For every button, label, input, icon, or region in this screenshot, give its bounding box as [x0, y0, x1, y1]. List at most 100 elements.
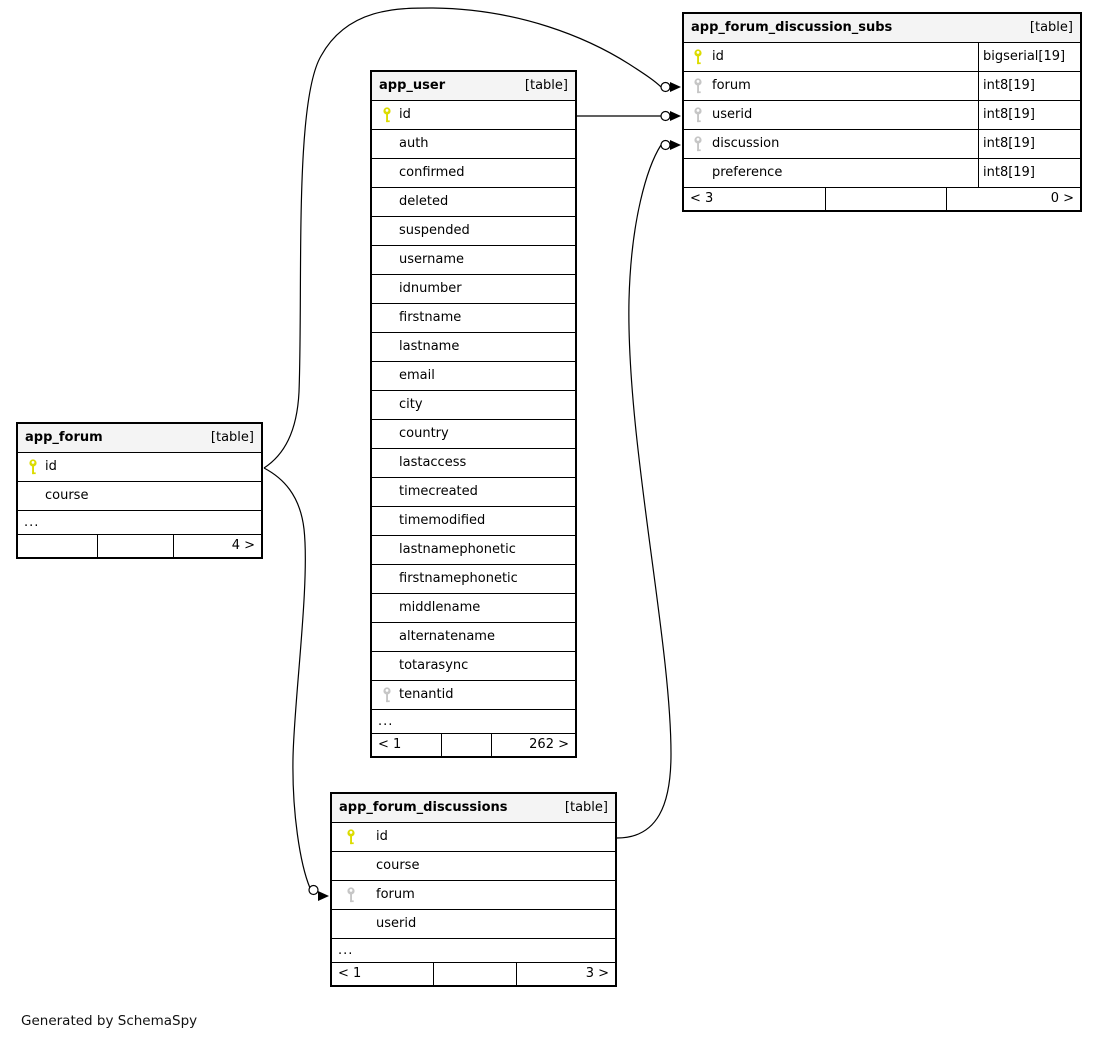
column-name-cell: course: [18, 482, 261, 510]
column-row-firstname: firstname: [372, 304, 575, 333]
column-name: id: [45, 459, 57, 474]
column-name-cell: suspended: [372, 217, 575, 245]
column-name-cell: firstnamephonetic: [372, 565, 575, 593]
degree-cell-right: 262 >: [529, 737, 569, 752]
column-row-firstnamephonetic: firstnamephonetic: [372, 565, 575, 594]
primary-key-icon: [693, 49, 703, 65]
column-name-cell: id: [372, 101, 575, 129]
table-type-tag: [table]: [564, 800, 608, 815]
rel-app_forum-id-to-app_forum_discussions-forum-zero-circle-icon: [308, 884, 319, 896]
table-name[interactable]: app_user: [379, 78, 446, 93]
column-name-cell: email: [372, 362, 575, 390]
column-name-cell: firstname: [372, 304, 575, 332]
column-row-lastname: lastname: [372, 333, 575, 362]
column-name: timemodified: [399, 513, 486, 528]
column-name-cell: deleted: [372, 188, 575, 216]
column-row-totarasync: totarasync: [372, 652, 575, 681]
column-row-username: username: [372, 246, 575, 275]
column-name-cell: lastaccess: [372, 449, 575, 477]
column-row-auth: auth: [372, 130, 575, 159]
degree-cell-right: 3 >: [585, 966, 609, 981]
foreign-key-icon: [382, 687, 392, 703]
column-name: forum: [376, 887, 415, 902]
table-app_forum: app_forum[table]id course...4 >: [16, 422, 263, 559]
column-name: id: [712, 49, 724, 64]
column-name-cell: country: [372, 420, 575, 448]
column-name: auth: [399, 136, 429, 151]
rel-app_forum-id-to-app_forum_discussion_subs-forum-arrowhead-icon: [670, 82, 681, 92]
more-columns-ellipsis: ...: [372, 710, 575, 734]
column-name: deleted: [399, 194, 449, 209]
degree-footer: 4 >: [18, 535, 261, 557]
column-name-cell: lastname: [372, 333, 575, 361]
column-row-id: id: [18, 453, 261, 482]
column-row-email: email: [372, 362, 575, 391]
foreign-key-icon: [693, 78, 703, 94]
table-header-app_user[interactable]: app_user[table]: [372, 72, 575, 101]
degree-cell-left: [18, 535, 97, 557]
column-row-tenantid: tenantid: [372, 681, 575, 710]
column-name: firstnamephonetic: [399, 571, 518, 586]
column-name: firstname: [399, 310, 462, 325]
column-name: middlename: [399, 600, 481, 615]
rel-app_user-id-to-app_forum_discussion_subs-userid-arrowhead-icon: [670, 111, 681, 121]
rel-app_user-id-to-app_forum_discussion_subs-userid-zero-circle-icon: [660, 110, 671, 122]
column-name: tenantid: [399, 687, 454, 702]
column-name-cell: preference: [684, 159, 978, 187]
rel-app_forum_discussions-id-to-app_forum_discussion_subs-discussion-line: [616, 144, 672, 839]
table-name[interactable]: app_forum_discussion_subs: [691, 20, 893, 35]
column-row-id: id: [332, 823, 615, 852]
degree-cell-left: < 3: [690, 191, 714, 206]
column-name: country: [399, 426, 449, 441]
degree-cell-middle: [825, 188, 947, 210]
column-row-discussion: discussion int8[19]: [684, 130, 1080, 159]
table-app_forum_discussions: app_forum_discussions [table] id course foru…: [330, 792, 617, 987]
table-header-app_forum_discussions[interactable]: app_forum_discussions [table]: [332, 794, 615, 823]
column-name: course: [376, 858, 420, 873]
column-name: lastaccess: [399, 455, 467, 470]
column-name: forum: [712, 78, 751, 93]
primary-key-icon: [382, 107, 392, 123]
table-header-app_forum[interactable]: app_forum[table]: [18, 424, 261, 453]
primary-key-icon: [346, 829, 356, 845]
column-name: suspended: [399, 223, 470, 238]
degree-cell-middle: [97, 535, 174, 557]
column-name: discussion: [712, 136, 780, 151]
column-type: int8[19]: [978, 101, 1080, 129]
more-columns-ellipsis: ...: [18, 511, 261, 535]
column-row-middlename: middlename: [372, 594, 575, 623]
degree-cell-left: < 1: [378, 737, 402, 752]
table-name[interactable]: app_forum: [25, 430, 103, 445]
column-name: confirmed: [399, 165, 465, 180]
column-row-confirmed: confirmed: [372, 159, 575, 188]
column-name-cell: forum: [684, 72, 978, 100]
column-name: email: [399, 368, 435, 383]
generated-by-caption: Generated by SchemaSpy: [21, 1013, 198, 1029]
column-name-cell: alternatename: [372, 623, 575, 651]
column-name: lastname: [399, 339, 460, 354]
column-name-cell: tenantid: [372, 681, 575, 709]
column-name-cell: confirmed: [372, 159, 575, 187]
column-row-deleted: deleted: [372, 188, 575, 217]
column-name-cell: timemodified: [372, 507, 575, 535]
column-name-cell: idnumber: [372, 275, 575, 303]
column-name: username: [399, 252, 464, 267]
column-row-suspended: suspended: [372, 217, 575, 246]
degree-footer: < 1 262 >: [372, 734, 575, 756]
column-name-cell: middlename: [372, 594, 575, 622]
table-header-app_forum_discussion_subs[interactable]: app_forum_discussion_subs[table]: [684, 14, 1080, 43]
foreign-key-icon: [346, 887, 356, 903]
column-type: int8[19]: [978, 130, 1080, 158]
column-name-cell: id: [332, 823, 615, 851]
column-name-cell: city: [372, 391, 575, 419]
column-name-cell: id: [684, 43, 978, 71]
column-name: course: [45, 488, 89, 503]
table-name[interactable]: app_forum_discussions: [339, 800, 508, 815]
column-row-lastnamephonetic: lastnamephonetic: [372, 536, 575, 565]
column-row-timecreated: timecreated: [372, 478, 575, 507]
